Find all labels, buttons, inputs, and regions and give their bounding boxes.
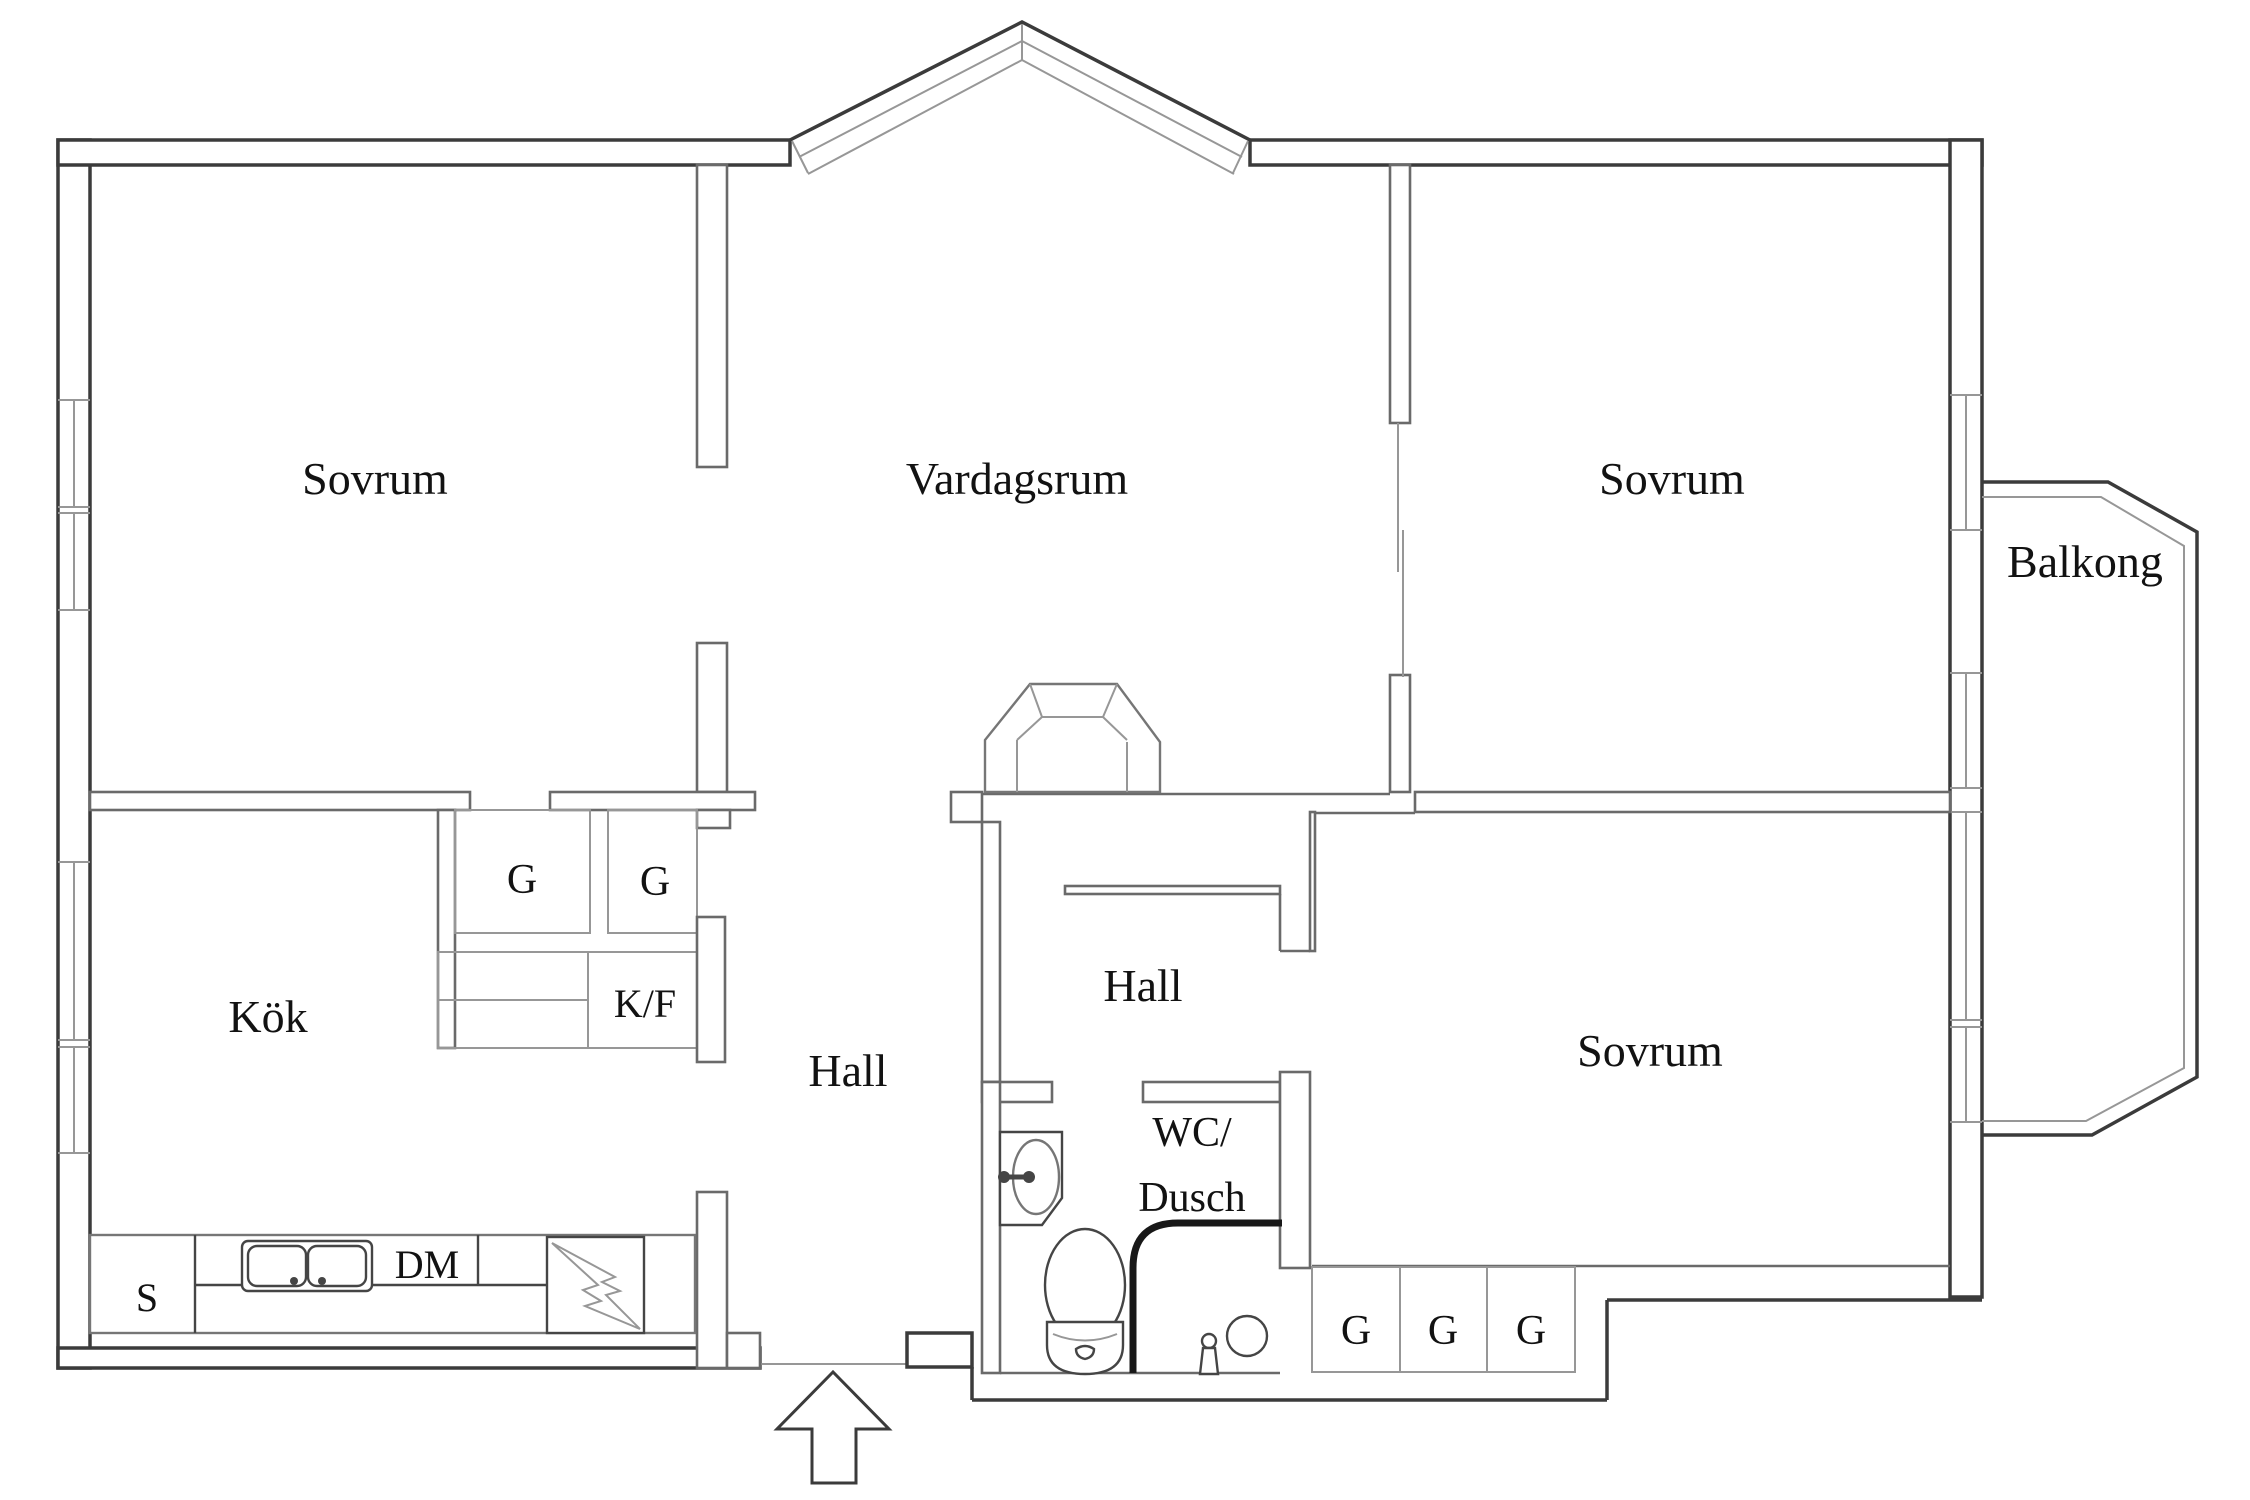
- interior-walls: [88, 163, 1952, 1375]
- stove-lightning-bolt: [551, 1242, 641, 1330]
- room-label-sovrum-bottom-right: Sovrum: [1577, 1025, 1723, 1076]
- room-label-hall-left: Hall: [808, 1045, 887, 1096]
- entrance-arrow-icon: [773, 1369, 893, 1485]
- kitchen-counter: [88, 1233, 697, 1335]
- fireplace-line: [1102, 683, 1118, 718]
- wall-between-right-bedrooms: [1413, 790, 1952, 814]
- closet-g-left-1-box: [454, 809, 591, 934]
- sink-basin-left: [246, 1244, 308, 1288]
- balcony-outline: [1982, 480, 2199, 1137]
- closet-label-g-right-2: G: [1428, 1308, 1458, 1354]
- room-label-sovrum-top-left: Sovrum: [302, 453, 448, 504]
- room-label-kok: Kök: [228, 991, 307, 1042]
- bay-window-outer: [789, 20, 1251, 142]
- wall-sovrumTL-south-left: [88, 790, 472, 812]
- toilet-flush: [1074, 1344, 1096, 1361]
- faucet-knob: [998, 1171, 1010, 1183]
- closet-label-g-left-2: G: [640, 859, 670, 905]
- closet-g-left-2-box: [607, 809, 698, 934]
- room-labels: Sovrum Vardagsrum Sovrum Balkong Kök Hal…: [228, 453, 2163, 1221]
- shower-screen: [1129, 1219, 1282, 1373]
- room-label-wc-line1: WC/: [1152, 1110, 1232, 1156]
- wall-entrance-step: [725, 1331, 762, 1370]
- kitchen-sink-icon: [240, 1239, 374, 1293]
- outer-walls: [56, 138, 1984, 1402]
- shower-icon: [1129, 1219, 1282, 1376]
- wall-step: [949, 790, 984, 824]
- bay-window-inner: [807, 58, 1235, 175]
- toilet-seat-line: [1052, 1333, 1118, 1342]
- label-fridge-freezer: K/F: [614, 981, 676, 1026]
- room-label-vardagsrum: Vardagsrum: [906, 453, 1128, 504]
- wall-sovrumTR-west-upper: [1388, 163, 1412, 425]
- wall-sovrumTL-vardagsrum-lower: [695, 641, 729, 794]
- wall-wc-west: [980, 1080, 1002, 1375]
- shower-drain: [1225, 1314, 1269, 1358]
- balcony-outer: [1982, 480, 2199, 1137]
- bay-window-glazing: [798, 39, 1243, 158]
- wall-sovrumTL-south-right: [548, 790, 757, 812]
- bay-window-left-jamb: [791, 140, 809, 174]
- room-label-sovrum-top-right: Sovrum: [1599, 453, 1745, 504]
- closet-label-g-right-1: G: [1341, 1308, 1371, 1354]
- wall-south-mid: [905, 1331, 974, 1369]
- sink-basin-right: [306, 1244, 368, 1288]
- wall-hall-divider: [980, 820, 1002, 1084]
- wall-vestibule: [1063, 884, 1282, 896]
- bathroom-sink-icon: [998, 1130, 1064, 1227]
- closet-label-g-left-1: G: [507, 857, 537, 903]
- fireplace-line: [1029, 683, 1043, 718]
- wall-closet-block-west: [436, 808, 457, 1050]
- fireplace-icon: [983, 682, 1162, 794]
- wall-sovrumTL-vardagsrum-upper: [695, 163, 729, 469]
- closet-row-box: [1311, 1266, 1576, 1373]
- wall-sovrumTR-west-lower: [1388, 673, 1412, 794]
- west-windows: [58, 399, 90, 1154]
- wall-south-left: [56, 1346, 762, 1370]
- sink-drain: [318, 1277, 326, 1285]
- room-label-balkong: Balkong: [2007, 536, 2163, 587]
- bay-window: [789, 20, 1251, 175]
- closet-label-g-right-3: G: [1516, 1308, 1546, 1354]
- wall-north-right: [1248, 138, 1984, 167]
- fireplace-outer: [983, 682, 1162, 794]
- fireplace-inner: [1016, 716, 1128, 741]
- bathroom-fixtures: [998, 1130, 1282, 1376]
- stove-icon: [545, 1235, 646, 1335]
- east-windows: [1950, 394, 1982, 1123]
- room-label-hall-center: Hall: [1103, 960, 1182, 1011]
- bay-window-right-jamb: [1232, 140, 1249, 174]
- balcony-inner: [1982, 496, 2185, 1122]
- wall-wc-north-right: [1141, 1080, 1282, 1104]
- room-label-wc-line2: Dusch: [1138, 1175, 1245, 1221]
- toilet-icon: [1043, 1227, 1127, 1376]
- wall-west: [56, 138, 92, 1370]
- label-sink-cabinet: S: [136, 1275, 158, 1320]
- shower-mixer-base: [1198, 1346, 1220, 1376]
- wall-sovrumBR-west: [1308, 810, 1317, 953]
- wall-jamb: [695, 808, 732, 830]
- fixture-labels: G G K/F S DM G G G: [136, 857, 1546, 1354]
- wall-wc-east: [1278, 1070, 1312, 1270]
- wall-kitchen-east-upper: [695, 915, 727, 1064]
- sink-drain: [290, 1277, 298, 1285]
- label-dishwasher: DM: [395, 1242, 459, 1287]
- shower-mixer-knob: [1200, 1332, 1218, 1350]
- faucet-knob: [1023, 1171, 1035, 1183]
- wall-north-left: [56, 138, 792, 167]
- wall-kitchen-east-lower: [695, 1190, 729, 1370]
